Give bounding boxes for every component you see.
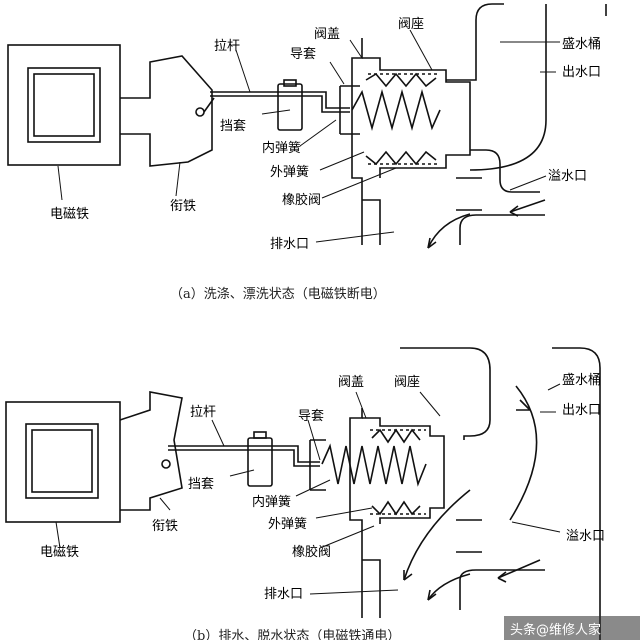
armature-b xyxy=(119,391,183,511)
stop-sleeve-a xyxy=(277,79,303,131)
stop-sleeve-b xyxy=(247,431,273,487)
label-guide-sleeve-a: 导套 xyxy=(290,46,316,62)
label-rubber-valve-a: 橡胶阀 xyxy=(282,192,321,208)
label-drain-outlet-b: 排水口 xyxy=(264,587,303,602)
leader-lines-b xyxy=(55,383,561,595)
panel-b: 电磁铁 衔铁 拉杆 挡套 内弹簧 外弹簧 导套 阀盖 阀座 橡胶阀 排水口 盛水… xyxy=(5,347,605,640)
label-outer-spring-a: 外弹簧 xyxy=(270,164,309,180)
label-valve-cover-b: 阀盖 xyxy=(338,375,364,390)
label-rubber-valve-b: 橡胶阀 xyxy=(292,544,331,560)
label-valve-seat-b: 阀座 xyxy=(394,375,420,390)
label-guide-sleeve-b: 导套 xyxy=(298,408,324,424)
caption-a: （a）洗涤、漂洗状态（电磁铁断电） xyxy=(170,286,386,302)
label-inner-spring-b: 内弹簧 xyxy=(252,494,291,510)
label-armature-b: 衔铁 xyxy=(152,519,178,534)
label-electromagnet-a: 电磁铁 xyxy=(50,207,89,222)
flow-arrows-a xyxy=(427,4,607,249)
label-drain-outlet-a: 排水口 xyxy=(270,237,309,252)
armature-a xyxy=(120,55,215,167)
label-armature-a: 衔铁 xyxy=(170,199,196,214)
label-electromagnet-b: 电磁铁 xyxy=(40,545,79,560)
caption-b: （b）排水、脱水状态（电磁铁通电） xyxy=(184,629,400,640)
panel-a: 电磁铁 衔铁 拉杆 挡套 内弹簧 外弹簧 导套 阀盖 阀座 橡胶阀 排水口 盛水… xyxy=(7,3,607,302)
label-pull-rod-b: 拉杆 xyxy=(190,405,216,420)
label-outer-spring-b: 外弹簧 xyxy=(268,516,307,532)
valve-body-b xyxy=(309,408,445,618)
label-stop-sleeve-b: 挡套 xyxy=(188,476,214,492)
pull-rod-a xyxy=(210,91,350,113)
watermark: 头条@维修人家 xyxy=(504,616,640,640)
tub-a xyxy=(362,3,547,245)
electromagnet-a xyxy=(7,44,121,166)
label-tub-a: 盛水桶 xyxy=(562,37,601,52)
label-overflow-a: 溢水口 xyxy=(548,169,587,184)
flow-arrows-b xyxy=(403,385,541,601)
label-tub-b: 盛水桶 xyxy=(562,373,601,388)
tub-b xyxy=(362,347,601,640)
label-valve-cover-a: 阀盖 xyxy=(314,27,340,42)
label-inner-spring-a: 内弹簧 xyxy=(262,140,301,156)
pull-rod-b xyxy=(168,445,320,467)
valve-body-a xyxy=(339,38,471,245)
label-water-outlet-a: 出水口 xyxy=(562,65,601,80)
label-water-outlet-b: 出水口 xyxy=(562,403,601,418)
label-overflow-b: 溢水口 xyxy=(566,529,605,544)
label-pull-rod-a: 拉杆 xyxy=(214,39,240,54)
label-valve-seat-a: 阀座 xyxy=(398,17,424,32)
leader-lines-a xyxy=(57,29,560,243)
watermark-text: 头条@维修人家 xyxy=(510,622,601,638)
electromagnet-b xyxy=(5,401,121,523)
label-stop-sleeve-a: 挡套 xyxy=(220,118,246,134)
